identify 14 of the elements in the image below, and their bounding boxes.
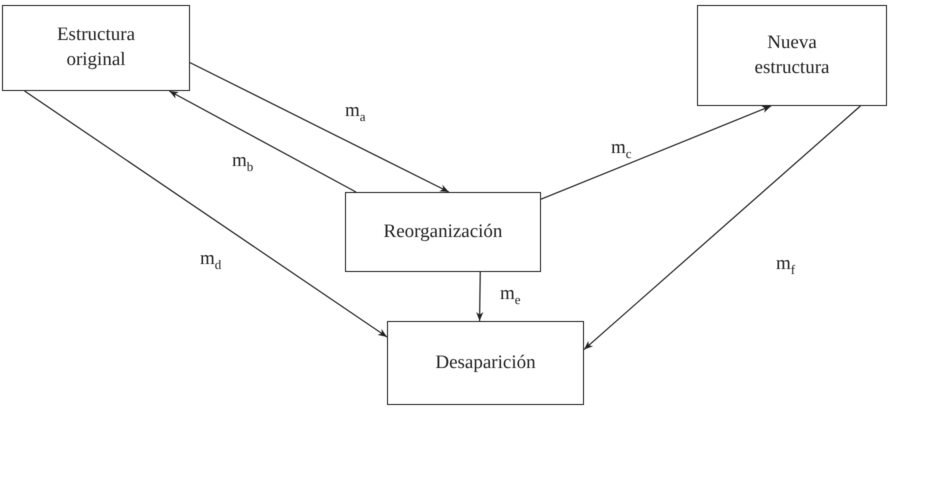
arrow [190,62,450,193]
arrow [476,272,484,321]
arrow [24,90,388,338]
process-box [2,5,190,91]
process-box [387,321,584,405]
box-label: Desaparición [435,350,536,375]
process-box [345,192,541,272]
process-box [697,5,887,106]
arrow [540,105,772,200]
box-label: Estructura original [56,23,136,72]
box-label: Reorganización [384,220,502,244]
box-label: Nueva estructura [754,30,830,80]
arrow [169,90,356,193]
arrow [584,106,861,350]
